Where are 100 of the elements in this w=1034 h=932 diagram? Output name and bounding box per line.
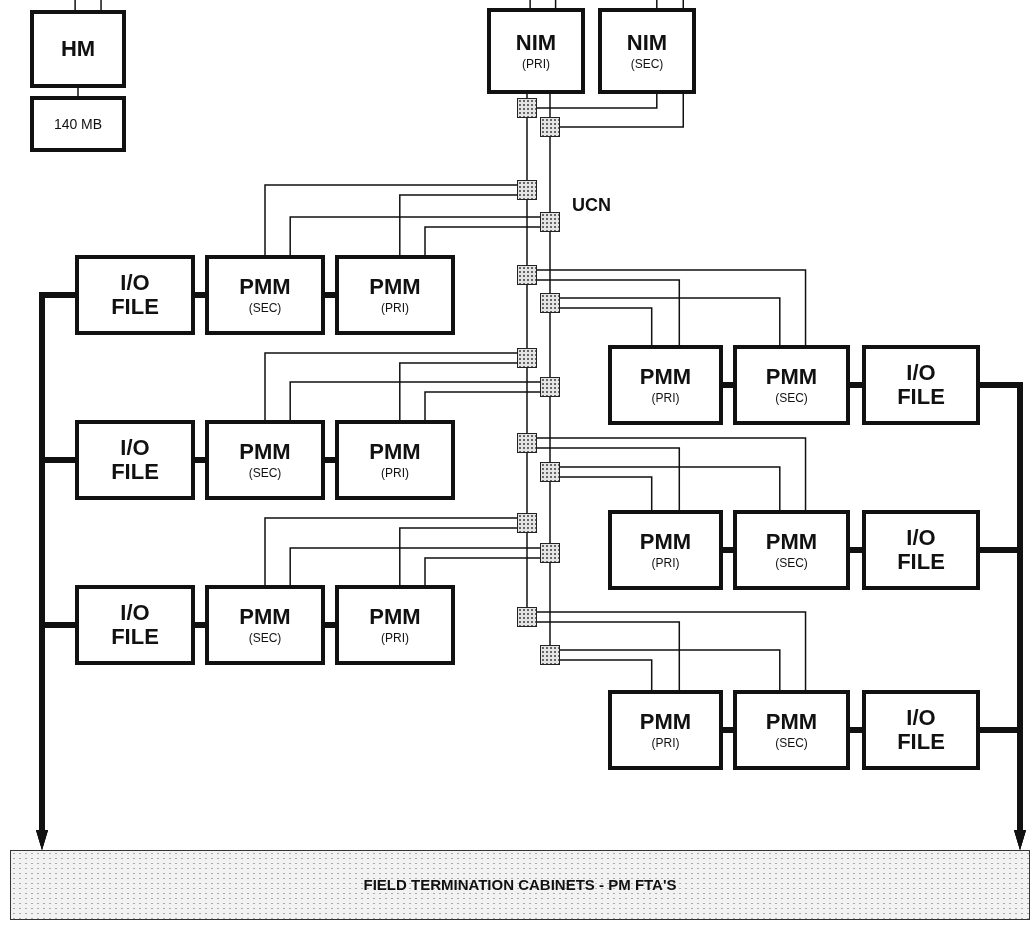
module-box xyxy=(862,510,980,590)
tap-box xyxy=(517,180,537,200)
cable-line xyxy=(399,362,518,421)
module-label: I/O FILE xyxy=(896,525,946,575)
module-label: PMM xyxy=(765,365,818,389)
tap-box xyxy=(517,513,537,533)
module-label: PMM xyxy=(239,605,291,629)
module-sublabel: (SEC) xyxy=(775,735,808,750)
cable-line xyxy=(549,136,551,213)
link-connector xyxy=(195,292,205,298)
cable-line xyxy=(424,226,541,256)
bus-arrow xyxy=(36,622,75,850)
module-label: I/O FILE xyxy=(110,435,160,485)
module-sublabel: (PRI) xyxy=(381,630,409,645)
module-box xyxy=(205,585,325,665)
tap-box xyxy=(540,293,560,313)
module-box xyxy=(75,255,195,335)
link-connector xyxy=(195,622,205,628)
module-box xyxy=(608,510,723,590)
cable-line xyxy=(536,611,807,691)
module-box xyxy=(75,585,195,665)
cable-line xyxy=(526,199,528,266)
link-connector xyxy=(195,457,205,463)
module-label: 140 MB xyxy=(53,116,103,132)
cable-line xyxy=(526,452,528,514)
module-label: I/O FILE xyxy=(110,600,160,650)
module-label: I/O FILE xyxy=(896,705,946,755)
module-label: PMM xyxy=(239,275,291,299)
module-label: PMM xyxy=(639,530,692,554)
module-label: PMM xyxy=(369,605,421,629)
cable-line xyxy=(549,231,551,294)
bus-arrow xyxy=(980,727,1026,850)
cable-line xyxy=(264,352,518,421)
module-label: PMM xyxy=(765,530,818,554)
module-box xyxy=(30,96,126,152)
module-label: FIELD TERMINATION CABINETS - PM FTA'S xyxy=(363,877,677,893)
module-sublabel: (SEC) xyxy=(775,555,808,570)
cable-line xyxy=(526,284,528,349)
cable-line xyxy=(289,381,541,421)
module-sublabel: (SEC) xyxy=(248,630,282,645)
cable-line xyxy=(536,269,807,346)
cable-line xyxy=(526,93,528,99)
module-box xyxy=(862,690,980,770)
module-box xyxy=(862,345,980,425)
module-box xyxy=(608,345,723,425)
cable-line xyxy=(559,649,781,691)
cable-line xyxy=(559,93,684,128)
tap-box xyxy=(517,348,537,368)
module-box xyxy=(733,345,850,425)
module-sublabel: (PRI) xyxy=(651,735,680,750)
cable-line xyxy=(399,527,518,586)
network-label: UCN xyxy=(572,195,611,216)
link-connector xyxy=(723,382,733,388)
cable-line xyxy=(559,297,781,346)
cable-line xyxy=(536,437,807,511)
cable-line xyxy=(264,517,518,586)
module-sublabel: (PRI) xyxy=(522,56,550,71)
module-box xyxy=(335,420,455,500)
link-connector xyxy=(850,382,862,388)
module-sublabel: (SEC) xyxy=(248,465,282,480)
module-box xyxy=(205,255,325,335)
cable-line xyxy=(100,0,102,11)
module-label: I/O FILE xyxy=(896,360,946,410)
cable-line xyxy=(549,396,551,463)
module-label: I/O FILE xyxy=(110,270,160,320)
cable-line xyxy=(559,466,781,511)
module-label: NIM xyxy=(626,31,668,55)
link-connector xyxy=(325,457,335,463)
link-connector xyxy=(723,727,733,733)
cable-line xyxy=(536,447,681,511)
cable-line xyxy=(264,184,518,256)
tap-box xyxy=(517,98,537,118)
tap-box xyxy=(540,543,560,563)
module-box xyxy=(75,420,195,500)
cable-line xyxy=(74,0,76,11)
module-label: NIM xyxy=(515,31,557,55)
module-sublabel: (SEC) xyxy=(248,300,282,315)
cabinet-band xyxy=(10,850,1030,920)
link-connector xyxy=(850,727,862,733)
cable-line xyxy=(289,547,541,586)
cable-line xyxy=(529,0,531,9)
module-sublabel: (PRI) xyxy=(651,390,680,405)
cable-line xyxy=(536,93,658,109)
cable-line xyxy=(289,216,541,256)
link-connector xyxy=(850,547,862,553)
module-box xyxy=(335,585,455,665)
module-label: PMM xyxy=(369,440,421,464)
cable-line xyxy=(424,391,541,421)
module-sublabel: (SEC) xyxy=(630,56,664,71)
cable-line xyxy=(526,367,528,434)
tap-box xyxy=(540,462,560,482)
module-box xyxy=(30,10,126,88)
cable-line xyxy=(526,532,528,608)
module-box xyxy=(487,8,585,94)
cable-line xyxy=(559,659,653,691)
module-sublabel: (PRI) xyxy=(651,555,680,570)
link-connector xyxy=(723,547,733,553)
cable-line xyxy=(536,279,681,346)
module-label: PMM xyxy=(639,365,692,389)
cable-line xyxy=(536,621,681,691)
